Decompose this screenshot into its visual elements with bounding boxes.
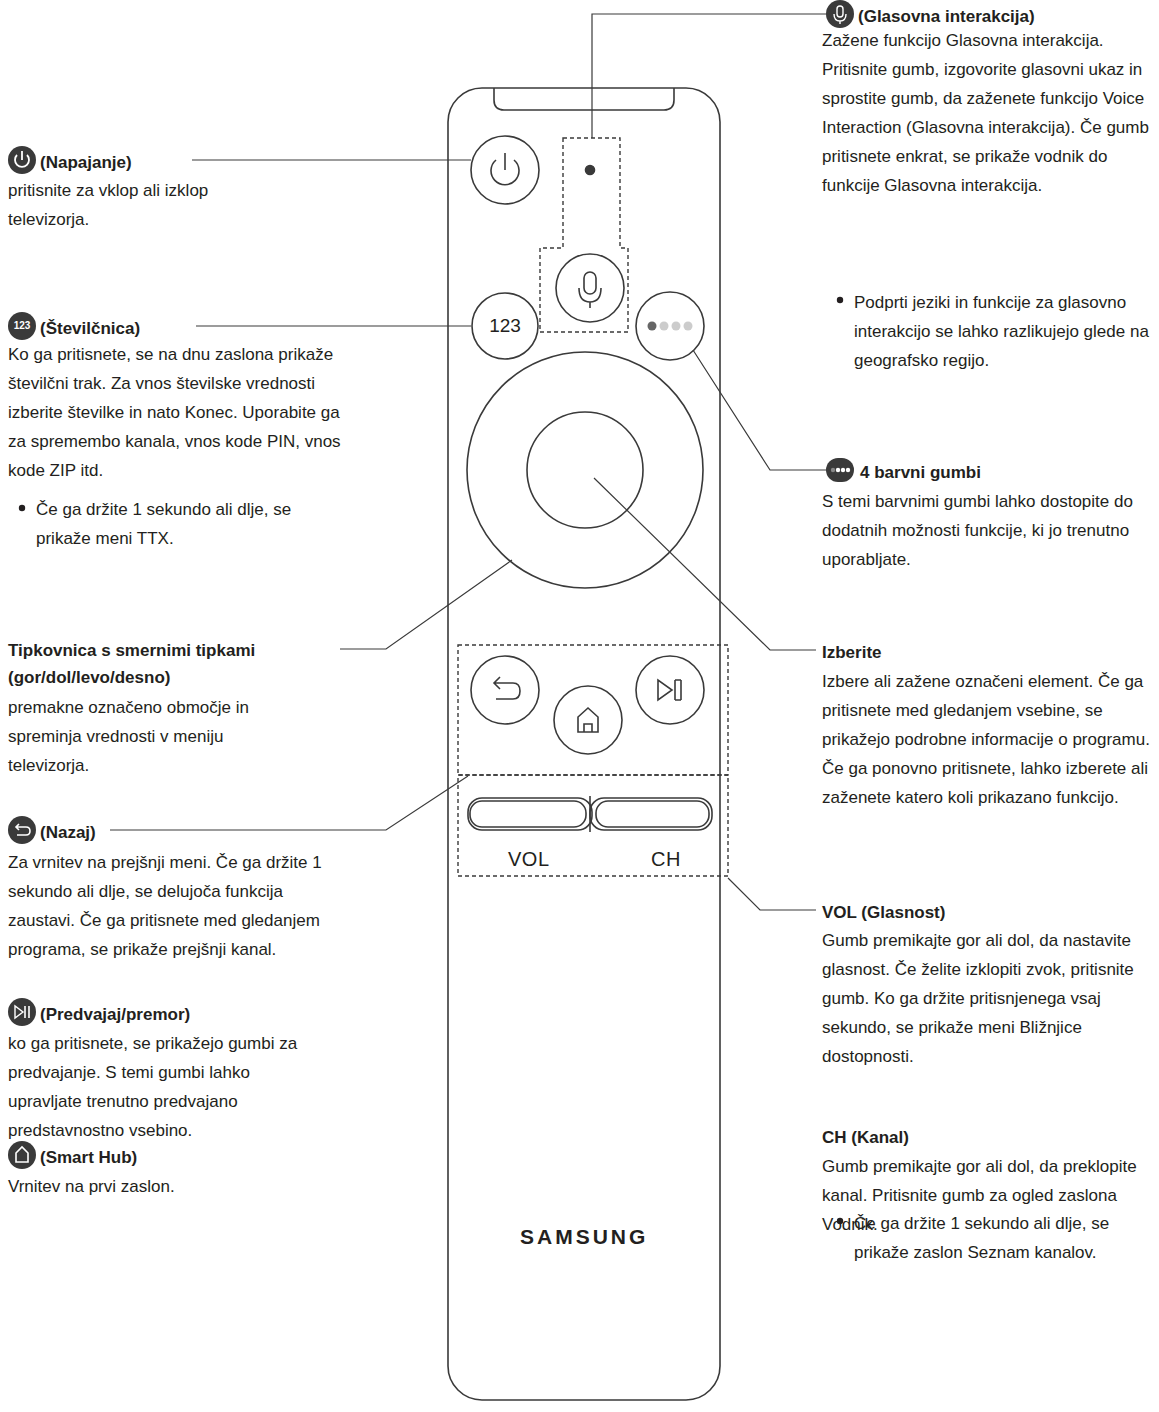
leader-line bbox=[110, 14, 834, 910]
callout-text: Ko ga pritisnete, se na dnu zaslona prik… bbox=[8, 340, 343, 485]
callout-heading: CH (Kanal) bbox=[822, 1123, 909, 1152]
callout-text: Vrnitev na prvi zaslon. bbox=[8, 1172, 308, 1201]
back-icon bbox=[494, 677, 520, 699]
heading-icon bbox=[8, 0, 854, 1169]
bullet-text: Če ga držite 1 sekundo ali dlje, se prik… bbox=[36, 495, 336, 553]
callout-text: Gumb premikajte gor ali dol, da nastavit… bbox=[822, 926, 1157, 1071]
button-caption: VOL bbox=[508, 845, 550, 874]
mic-icon bbox=[584, 272, 596, 294]
home-icon bbox=[578, 708, 598, 732]
callout-text: Za vrnitev na prejšnji meni. Če ga držit… bbox=[8, 848, 338, 964]
callout-heading: Izberite bbox=[822, 638, 882, 667]
callout-text: pritisnite za vklop ali izklop televizor… bbox=[8, 176, 278, 234]
home-button bbox=[554, 686, 622, 754]
number-button: 123 bbox=[471, 292, 539, 360]
mic-hole bbox=[586, 166, 595, 175]
brand-logo: SAMSUNG bbox=[520, 1222, 648, 1251]
remote-top-bar bbox=[494, 88, 674, 110]
power-icon bbox=[504, 153, 506, 170]
button-label: 123 bbox=[471, 292, 539, 360]
bullet-text: Podprti jeziki in funkcije za glasovno i… bbox=[854, 288, 1154, 375]
voice-button bbox=[556, 254, 624, 322]
volume-rocker bbox=[468, 798, 592, 830]
callout-heading: VOL (Glasnost) bbox=[822, 898, 945, 927]
channel-rocker bbox=[590, 798, 712, 830]
bullet-text: Če ga držite 1 sekundo ali dlje, se prik… bbox=[854, 1209, 1156, 1267]
callout-heading: (Številčnica) bbox=[40, 314, 140, 343]
play-pause-icon bbox=[658, 680, 681, 700]
play-pause-button bbox=[636, 656, 704, 724]
icon-number: 123 bbox=[8, 312, 36, 340]
power-button bbox=[471, 136, 539, 204]
remote-body bbox=[448, 88, 720, 1400]
callout-heading: (Napajanje) bbox=[40, 148, 132, 177]
select-button bbox=[527, 412, 643, 528]
callout-heading: 4 barvni gumbi bbox=[860, 458, 981, 487]
callout-text: S temi barvnimi gumbi lahko dostopite do… bbox=[822, 487, 1157, 574]
callout-text: Izbere ali zažene označeni element. Če g… bbox=[822, 667, 1157, 812]
color-button bbox=[636, 292, 704, 360]
dashed-outline bbox=[458, 645, 728, 775]
callout-heading: (Glasovna interakcija) bbox=[858, 2, 1035, 31]
callout-text: premakne označeno območje in spreminja v… bbox=[8, 693, 308, 780]
callout-text: Zažene funkcijo Glasovna interakcija. Pr… bbox=[822, 26, 1157, 200]
callout-heading: (Smart Hub) bbox=[40, 1143, 137, 1172]
volume-rocker bbox=[470, 801, 586, 827]
callout-heading: Tipkovnica s smernimi tipkami (gor/dol/l… bbox=[8, 637, 343, 691]
channel-rocker bbox=[596, 801, 709, 827]
dashed-outline bbox=[540, 138, 628, 332]
callout-text: ko ga pritisnete, se prikažejo gumbi za … bbox=[8, 1029, 328, 1145]
button-caption: CH bbox=[651, 845, 681, 874]
color-dots bbox=[648, 322, 693, 331]
callout-heading: (Nazaj) bbox=[40, 818, 96, 847]
rocker-divider bbox=[589, 796, 591, 832]
direction-pad bbox=[467, 352, 703, 588]
mic-icon bbox=[579, 288, 601, 308]
dashed-outline bbox=[458, 775, 728, 876]
callout-heading: (Predvajaj/premor) bbox=[40, 1000, 190, 1029]
back-button bbox=[471, 656, 539, 724]
